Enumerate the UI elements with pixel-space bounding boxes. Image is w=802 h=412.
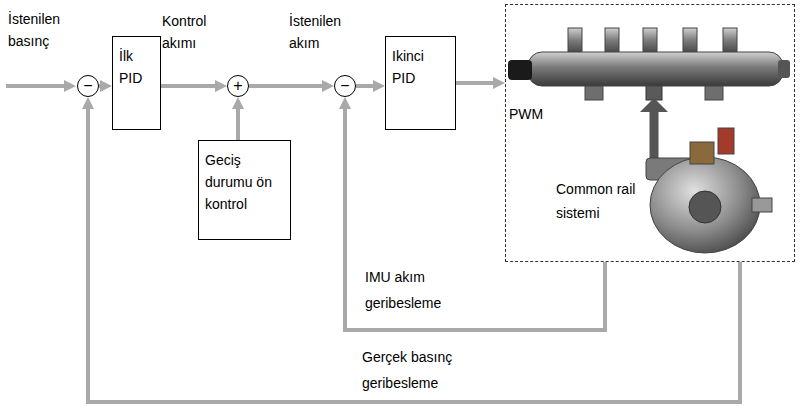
node-text: İlk PID [119,45,154,89]
system-boundary: Common rail sistemi [505,4,795,262]
edge-label-box: IMU akım geribesleme [365,264,457,316]
summing-junction: + [227,75,249,97]
node-text: − [78,76,98,95]
signal-label: İstenilen basınç [8,8,78,52]
controller-box: Geciş durumu ön kontrol [198,140,291,240]
edge-label-box: Gerçek basınç geribesleme [362,344,474,396]
controller-box: Ikinci PID [385,36,456,130]
signal-arrow [99,84,104,88]
pump-fitting [690,142,714,164]
signal-label: Gerçek basınç geribesleme [362,344,474,396]
signal-arrow [356,84,377,88]
signal-arrow [161,84,219,88]
signal-label: IMU akım geribesleme [365,264,457,316]
rail-body [528,52,783,86]
pump-shaft [689,191,721,223]
node-text: − [335,76,355,95]
signal-arrow [236,105,240,140]
signal-arrow [456,81,497,85]
input-arrowhead [64,80,76,92]
node-text: Ikinci PID [392,45,449,89]
edge-label-box: PWM [509,103,559,125]
pressure-valve [778,60,790,78]
summing-junction: − [77,75,99,97]
node-text: + [228,76,248,95]
signal-arrow [249,84,326,88]
input-label-box: İstenilen basınç [8,8,78,52]
input-arrow [6,84,67,88]
signal-label: İstenilen akım [289,10,357,54]
supply-arrowhead [640,98,668,112]
edge-label-box: Kontrol akımı [162,10,224,54]
signal-arrow [88,105,740,402]
controller-box: İlk PID [112,36,161,130]
pump-fitting [752,198,772,212]
supply-arrow [650,110,659,162]
node-text: Common rail sistemi [556,177,644,225]
signal-label: Kontrol akımı [162,10,224,54]
signal-label: PWM [509,103,559,125]
pump-body [650,157,760,253]
pressure-sensor [508,60,532,80]
summing-junction: − [334,75,356,97]
node-text: Geciş durumu ön kontrol [205,149,284,215]
metering-unit [718,128,734,154]
edge-label-box: İstenilen akım [289,10,357,54]
